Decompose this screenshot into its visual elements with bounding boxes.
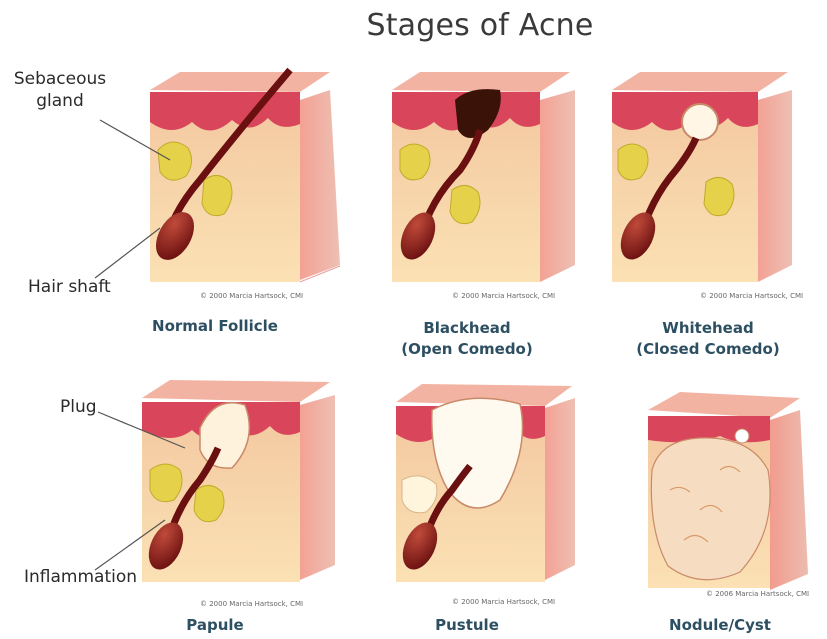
panel-pustule — [396, 384, 575, 582]
credit-papule: © 2000 Marcia Hartsock, CMI — [200, 600, 320, 608]
panel-whitehead — [612, 72, 792, 282]
credit-nodule-cyst: © 2006 Marcia Hartsock, CMI — [706, 590, 826, 598]
credit-pustule: © 2000 Marcia Hartsock, CMI — [452, 598, 572, 606]
caption-papule: Papule — [115, 615, 315, 636]
label-inflammation: Inflammation — [24, 566, 137, 588]
panel-normal-follicle — [95, 70, 340, 282]
caption-blackhead: Blackhead (Open Comedo) — [367, 318, 567, 360]
caption-normal-follicle: Normal Follicle — [115, 316, 315, 337]
caption-whitehead: Whitehead (Closed Comedo) — [608, 318, 808, 360]
caption-nodule-cyst: Nodule/Cyst — [620, 615, 820, 636]
page-title: Stages of Acne — [330, 8, 630, 43]
label-hair-shaft: Hair shaft — [28, 276, 111, 298]
panel-blackhead — [392, 72, 575, 282]
label-plug: Plug — [60, 396, 97, 418]
panel-papule — [95, 380, 335, 582]
credit-whitehead: © 2000 Marcia Hartsock, CMI — [700, 292, 820, 300]
credit-blackhead: © 2000 Marcia Hartsock, CMI — [452, 292, 572, 300]
panel-nodule-cyst — [648, 392, 808, 590]
label-sebaceous-gland: Sebaceous gland — [10, 68, 110, 112]
caption-pustule: Pustule — [367, 615, 567, 636]
credit-normal-follicle: © 2000 Marcia Hartsock, CMI — [200, 292, 320, 300]
